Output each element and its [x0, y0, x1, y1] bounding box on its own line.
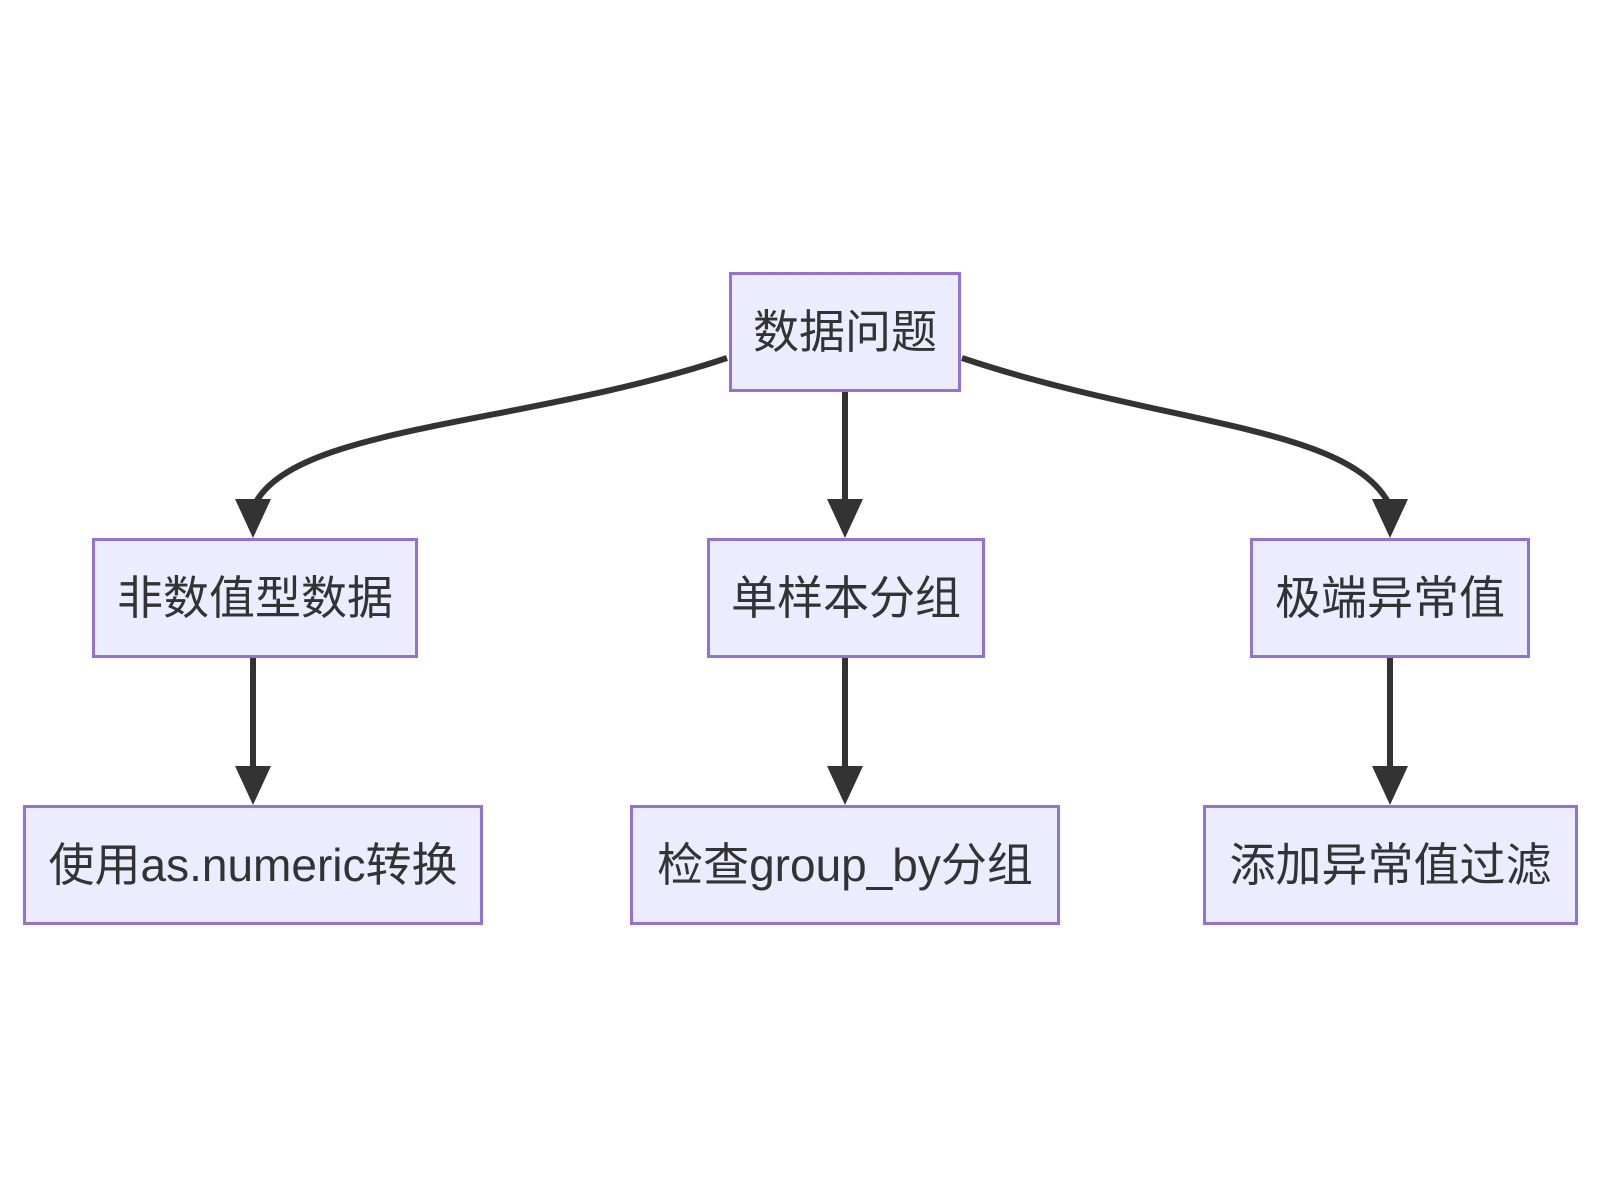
node-action-right: 添加异常值过滤	[1203, 805, 1578, 925]
node-action-right-label: 添加异常值过滤	[1229, 839, 1552, 891]
node-action-left: 使用as.numeric转换	[23, 805, 483, 925]
arrowhead-icon	[827, 499, 863, 538]
node-root: 数据问题	[729, 272, 961, 392]
arrowhead-icon	[235, 766, 271, 805]
arrowhead-icon	[827, 766, 863, 805]
arrowhead-icon	[1372, 499, 1408, 538]
node-action-middle: 检查group_by分组	[630, 805, 1060, 925]
edge-root-to-branch-middle	[827, 392, 863, 538]
node-action-left-label: 使用as.numeric转换	[48, 839, 458, 891]
node-action-middle-label: 检查group_by分组	[657, 839, 1033, 891]
edge-branch-left-to-action-left	[235, 658, 271, 805]
node-branch-left-label: 非数值型数据	[117, 572, 393, 624]
edge-root-to-branch-right	[961, 355, 1408, 538]
edge-branch-right-to-action-right	[1372, 658, 1408, 805]
node-branch-middle: 单样本分组	[707, 538, 985, 658]
node-branch-right: 极端异常值	[1250, 538, 1530, 658]
edge-branch-middle-to-action-middle	[827, 658, 863, 805]
node-root-label: 数据问题	[753, 306, 937, 358]
node-branch-right-label: 极端异常值	[1275, 572, 1505, 624]
arrowhead-icon	[235, 499, 271, 538]
node-branch-left: 非数值型数据	[92, 538, 418, 658]
node-branch-middle-label: 单样本分组	[731, 572, 961, 624]
edge-root-to-branch-left	[235, 355, 728, 538]
arrowhead-icon	[1372, 766, 1408, 805]
